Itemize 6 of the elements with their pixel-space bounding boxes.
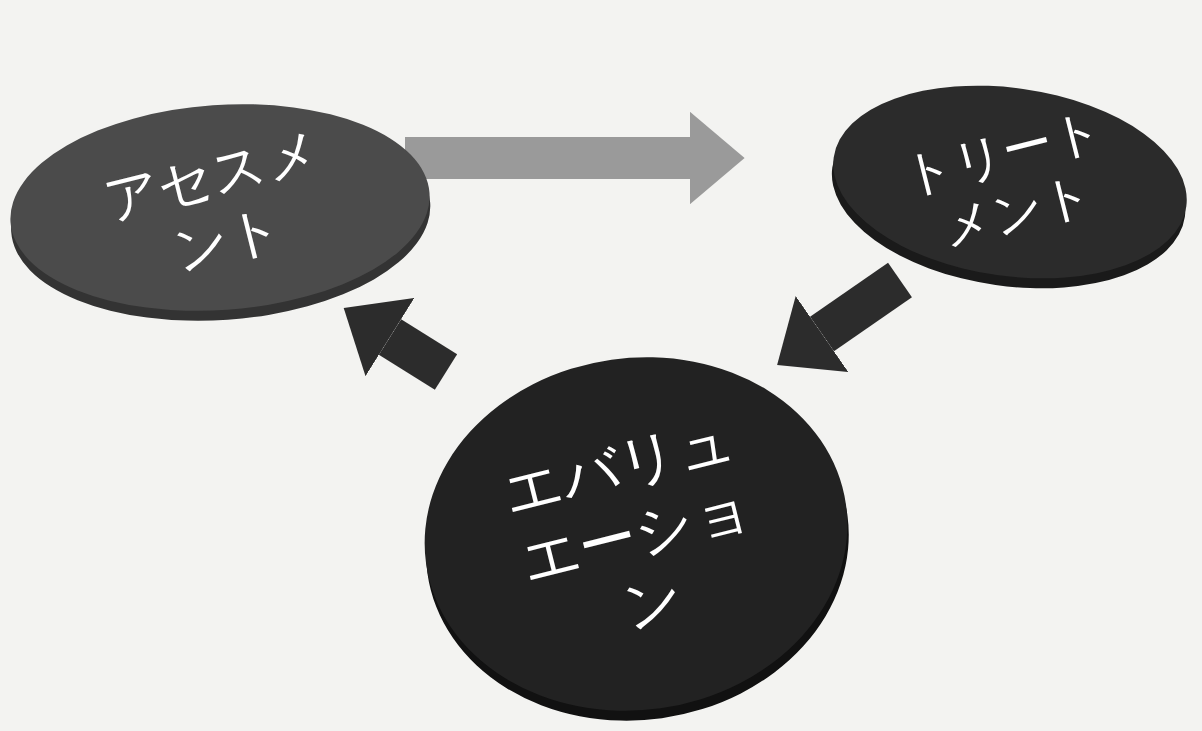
node-label: エバリュエーション [495, 403, 760, 643]
node-label: アセスメント [96, 117, 328, 284]
block-arrow [343, 297, 458, 390]
block-arrow [405, 111, 745, 205]
block-arrow [777, 262, 912, 372]
node-label: トリートメント [896, 99, 1110, 260]
